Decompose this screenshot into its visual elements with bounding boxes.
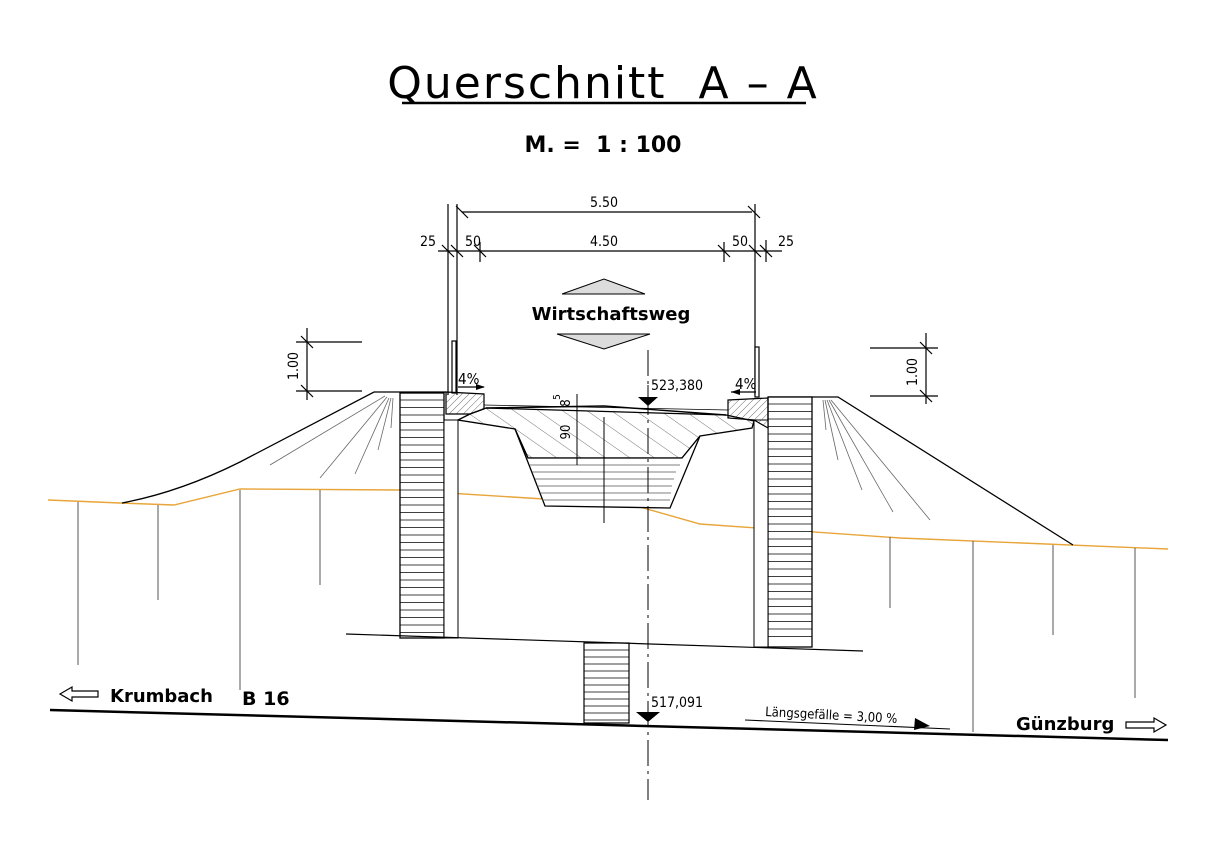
dim-height-left: 1.00 [286,352,302,380]
terrain-base-line [49,708,1169,742]
scale-label: M. = 1 : 100 [524,133,681,158]
road-surface [485,405,727,416]
dim-top-layer: 8 [559,399,574,406]
dim-top-layer-sup: 5 [552,394,563,400]
arrow-left-icon [58,685,99,703]
ground-elevation-marker [636,712,660,722]
arrow-right-icon [1125,716,1168,734]
gradient-label: Längsgefälle = 3,00 % [765,705,898,727]
road-arrow-down [556,333,651,350]
dim-right-curb: 50 [732,234,748,250]
drawing-title: Querschnitt A – A [387,58,818,109]
dim-layer-thickness: 90 [559,425,574,440]
slope-left-arrowhead [476,384,485,390]
dim-height-right: 1.00 [905,358,921,386]
dim-inner: 4.50 [590,234,618,250]
dim-right-edge: 25 [778,234,794,250]
road-arrow-up [561,278,646,295]
highway-label: B 16 [242,688,290,710]
road-trench [514,428,701,509]
road-elevation-marker [638,397,658,406]
dim-left-curb: 50 [465,234,481,250]
left-embankment [121,391,446,504]
ground-elevation: 517,091 [651,695,703,711]
slope-right: 4% [735,375,757,393]
dimension-lines [296,204,938,404]
direction-right: Günzburg [1016,714,1114,735]
road-label: Wirtschaftsweg [532,304,691,325]
direction-left: Krumbach [110,686,213,707]
railings [451,340,760,398]
right-embankment [768,396,1074,546]
center-pile [583,642,630,724]
dim-overall: 5.50 [590,195,618,211]
vertical-lines [77,490,1136,732]
right-wall [753,396,813,648]
slope-left: 4% [458,370,480,388]
foundation-line-upper [345,633,864,652]
left-wall [399,392,459,639]
road-base-layer [455,407,755,459]
slope-right-arrowhead [731,389,740,395]
slope-fan-lines [269,395,931,521]
dim-left-edge: 25 [420,234,436,250]
road-subsurface [483,404,729,411]
road-elevation: 523,380 [651,378,703,394]
gradient-arrowhead [914,718,930,730]
